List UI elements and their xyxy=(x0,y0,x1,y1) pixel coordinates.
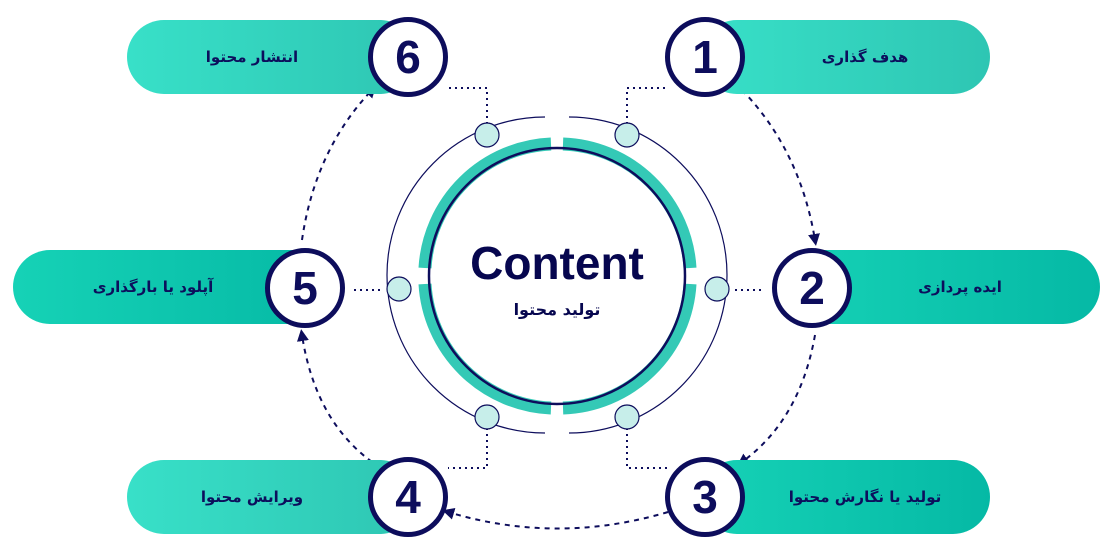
cycle-arrows xyxy=(296,85,820,530)
step-5-number: 5 xyxy=(265,248,345,328)
step-2-label: ایده پردازی xyxy=(918,278,1002,296)
step-4-number: 4 xyxy=(368,457,448,537)
outer-ring-left xyxy=(386,116,546,434)
step-1-pill: هدف گذاری xyxy=(700,20,990,94)
center-subtitle: تولید محتوا xyxy=(513,300,601,319)
step-6-number: 6 xyxy=(368,17,448,97)
step-6-label: انتشار محتوا xyxy=(205,48,299,66)
step-1-number: 1 xyxy=(665,17,745,97)
inner-navy-ring xyxy=(427,146,687,406)
dotted-connectors xyxy=(350,87,765,469)
step-3-label: تولید یا نگارش محتوا xyxy=(788,488,942,506)
outer-ring-right xyxy=(568,116,728,434)
teal-ring xyxy=(418,137,697,415)
step-2-number: 2 xyxy=(772,248,852,328)
step-3-number: 3 xyxy=(665,457,745,537)
step-3-pill: تولید یا نگارش محتوا xyxy=(700,460,990,534)
step-4-label: ویرایش محتوا xyxy=(200,488,304,506)
step-1-label: هدف گذاری xyxy=(821,48,909,66)
ring-nodes xyxy=(386,122,730,430)
center-title: Content xyxy=(470,237,644,289)
step-5-label: آپلود یا بارگذاری xyxy=(92,278,214,296)
